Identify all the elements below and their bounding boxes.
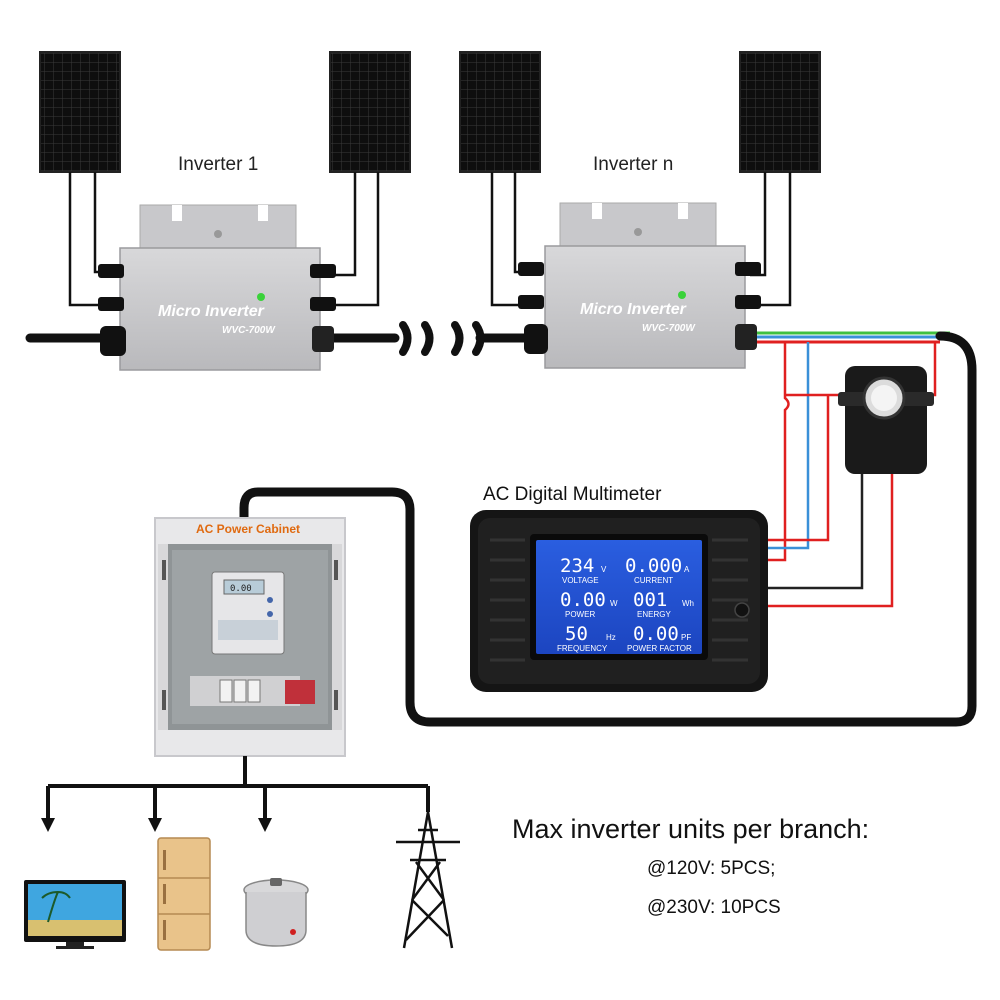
multimeter-label: AC Digital Multimeter [483,484,662,505]
power-factor-unit: PF [681,633,691,642]
capacity-note-line1: @120V: 5PCS; [647,858,775,879]
arrow-heads [41,818,272,832]
solar-panel-3 [459,51,541,173]
power-unit: W [610,599,618,608]
inverter-n-model: WVC-700W [642,323,696,334]
refrigerator-icon [157,837,211,951]
micro-inverter-1: Micro Inverter WVC-700W [98,204,336,371]
solar-panel-1 [39,51,121,173]
television-icon [24,880,126,949]
transmission-tower-icon [396,811,460,949]
current-transformer-clamp [838,366,934,474]
voltage-value: 234 [560,555,594,577]
inverter-1-model: WVC-700W [222,325,276,336]
distribution-lines [46,756,430,820]
cable-break-symbol [399,321,485,356]
power-factor-value: 0.00 [633,623,679,645]
current-unit: A [684,565,690,574]
power-label: POWER [565,610,595,619]
micro-inverter-n: Micro Inverter WVC-700W [518,202,761,369]
solar-panel-4 [739,51,821,173]
ac-power-cabinet: 0.00 [154,517,346,757]
capacity-note-title: Max inverter units per branch: [512,814,869,844]
cabinet-meter-reading: 0.00 [230,584,252,594]
ac-digital-multimeter: 234 V VOLTAGE 0.000 A CURRENT 0.00 W POW… [470,510,768,692]
dc-wiring [68,172,792,307]
ac-main-cable [239,331,977,727]
voltage-unit: V [601,565,607,574]
frequency-value: 50 [565,623,588,645]
multimeter-signal-wiring [768,342,937,608]
inverter-n-brand: Micro Inverter [580,301,687,318]
inverter-1-label: Inverter 1 [178,154,258,175]
rice-cooker-icon [243,878,309,947]
power-factor-label: POWER FACTOR [627,644,692,653]
capacity-note-line2: @230V: 10PCS [647,897,781,918]
energy-label: ENERGY [637,610,671,619]
ac-output-wiring [757,331,950,344]
cabinet-label: AC Power Cabinet [196,522,300,536]
energy-unit: Wh [682,599,694,608]
frequency-label: FREQUENCY [557,644,608,653]
solar-panel-2 [329,51,411,173]
frequency-unit: Hz [606,633,616,642]
power-value: 0.00 [560,589,606,611]
current-value: 0.000 [625,555,682,577]
voltage-label: VOLTAGE [562,576,599,585]
inverter-n-label: Inverter n [593,154,673,175]
current-label: CURRENT [634,576,673,585]
energy-value: 001 [633,589,667,611]
inverter-1-brand: Micro Inverter [158,303,265,320]
